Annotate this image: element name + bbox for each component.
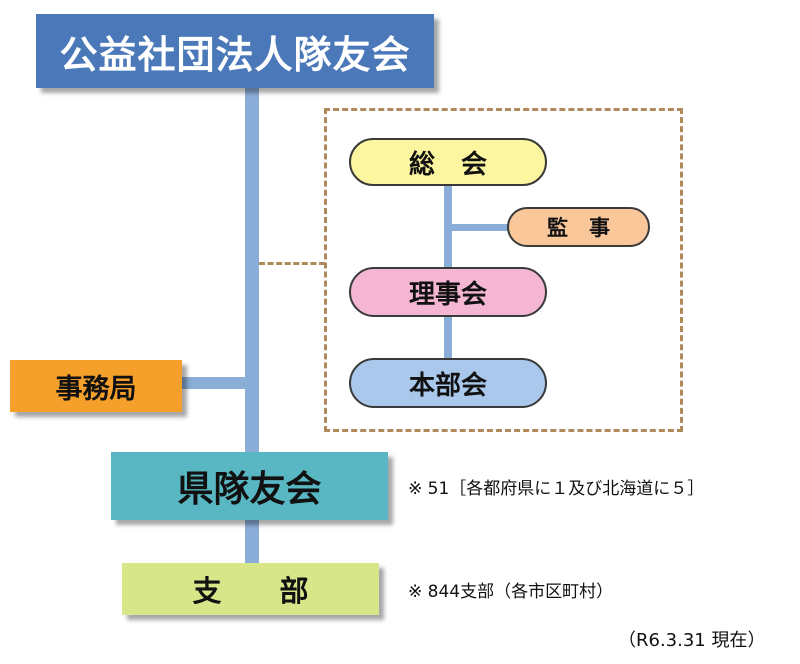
branch-connector — [245, 518, 259, 564]
auditor-connector — [452, 224, 510, 231]
top-org-box: 公益社団法人隊友会 — [36, 14, 434, 88]
branch-note: ※ 844支部（各市区町村） — [408, 582, 614, 602]
dashed-connector — [259, 262, 325, 265]
branch-label: 支 部 — [192, 574, 309, 608]
general-assembly-label: 総 会 — [408, 149, 487, 180]
governance-dashed-frame — [324, 108, 683, 432]
prefectural-note: ※ 51［各都府県に１及び北海道に５］ — [408, 479, 705, 499]
headquarters-council-pill: 本部会 — [349, 358, 547, 408]
secretariat-box: 事務局 — [10, 360, 182, 412]
secretariat-connector — [180, 377, 248, 389]
prefectural-label: 県隊友会 — [177, 469, 322, 510]
prefectural-box: 県隊友会 — [111, 452, 388, 520]
board-label: 理事会 — [408, 279, 487, 310]
general-assembly-pill: 総 会 — [349, 138, 547, 186]
auditor-pill: 監 事 — [507, 207, 650, 247]
auditor-label: 監 事 — [547, 216, 610, 240]
board-pill: 理事会 — [349, 267, 547, 317]
branch-box: 支 部 — [122, 563, 379, 615]
secretariat-label: 事務局 — [55, 373, 137, 405]
headquarters-council-label: 本部会 — [408, 370, 487, 401]
top-org-label: 公益社団法人隊友会 — [59, 32, 411, 77]
as-of-date: （R6.3.31 現在） — [618, 630, 766, 651]
main-vertical-connector — [245, 88, 259, 456]
